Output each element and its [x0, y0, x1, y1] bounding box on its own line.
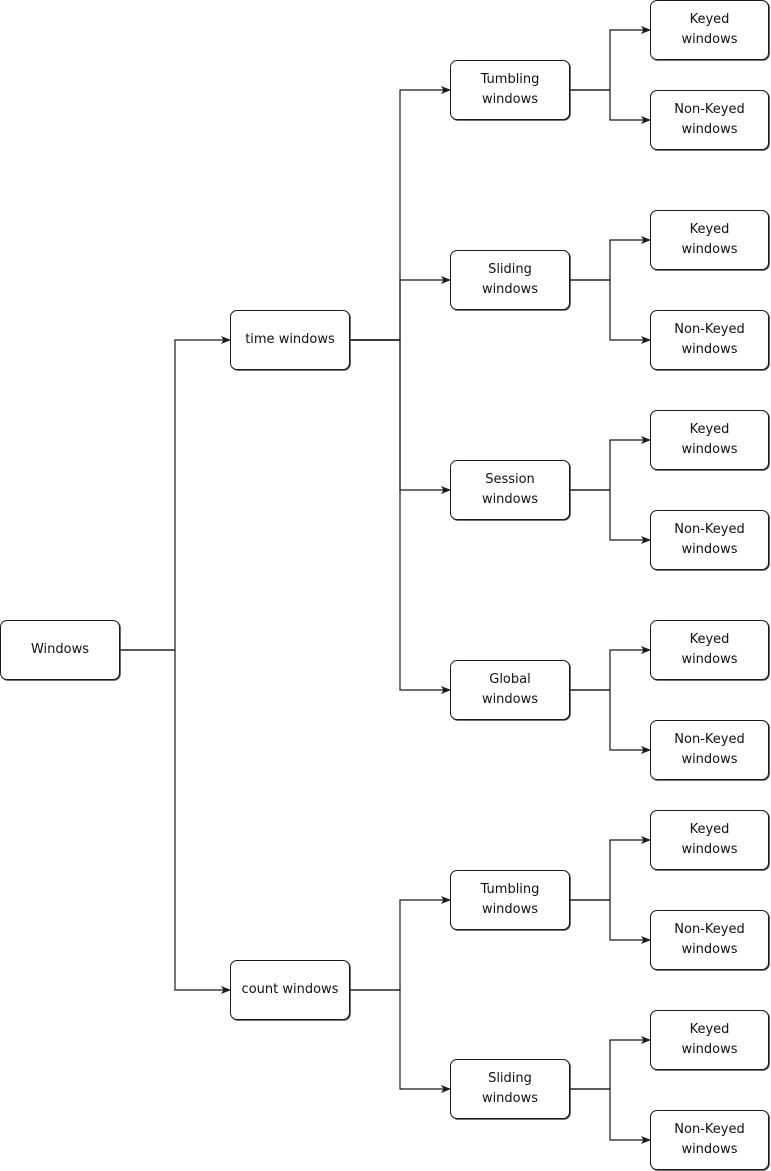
node-label: Non-Keyed windows — [674, 522, 745, 557]
node-time-global-windows[interactable]: Global windows — [450, 660, 570, 720]
node-label: Tumbling windows — [480, 882, 540, 917]
node-label: Keyed windows — [681, 822, 738, 857]
node-label: Tumbling windows — [480, 72, 540, 107]
node-label: Non-Keyed windows — [674, 322, 745, 357]
edge-time-tumbling-to-non-keyed — [570, 89, 651, 124]
edge-windows-to-time-windows — [120, 336, 231, 651]
edge-time-windows-to-child-1 — [350, 276, 451, 341]
edge-count-tumbling-to-keyed — [570, 836, 651, 901]
node-time-session-keyed[interactable]: Keyed windows — [650, 410, 769, 470]
node-time-tumbling-windows[interactable]: Tumbling windows — [450, 60, 570, 120]
node-time-session-windows[interactable]: Session windows — [450, 460, 570, 520]
node-time-sliding-non-keyed[interactable]: Non-Keyed windows — [650, 310, 769, 370]
edge-windows-to-count-windows — [120, 649, 231, 994]
node-count-windows[interactable]: count windows — [230, 960, 350, 1020]
node-count-sliding-keyed[interactable]: Keyed windows — [650, 1010, 769, 1070]
edge-count-sliding-to-keyed — [570, 1036, 651, 1090]
node-time-sliding-windows[interactable]: Sliding windows — [450, 250, 570, 310]
node-count-tumbling-windows[interactable]: Tumbling windows — [450, 870, 570, 930]
node-label: Non-Keyed windows — [674, 1122, 745, 1157]
node-count-sliding-windows[interactable]: Sliding windows — [450, 1059, 570, 1119]
node-label: Global windows — [481, 672, 539, 707]
node-label: Non-Keyed windows — [674, 102, 745, 137]
node-time-tumbling-non-keyed[interactable]: Non-Keyed windows — [650, 90, 769, 150]
node-label: Sliding windows — [481, 262, 539, 297]
edge-time-session-to-non-keyed — [570, 489, 651, 544]
node-count-tumbling-non-keyed[interactable]: Non-Keyed windows — [650, 910, 769, 970]
node-windows[interactable]: Windows — [0, 620, 120, 680]
node-time-tumbling-keyed[interactable]: Keyed windows — [650, 0, 769, 60]
node-count-windows-label: count windows — [241, 982, 339, 997]
edge-time-session-to-keyed — [570, 436, 651, 491]
node-label: Keyed windows — [681, 12, 738, 47]
node-time-session-non-keyed[interactable]: Non-Keyed windows — [650, 510, 769, 570]
edge-count-sliding-to-non-keyed — [570, 1088, 651, 1144]
node-time-windows[interactable]: time windows — [230, 310, 350, 370]
edge-time-sliding-to-non-keyed — [570, 279, 651, 344]
node-label: Keyed windows — [681, 422, 738, 457]
node-count-tumbling-keyed[interactable]: Keyed windows — [650, 810, 769, 870]
node-label: Keyed windows — [681, 1022, 738, 1057]
edge-time-tumbling-to-keyed — [570, 26, 651, 91]
edge-count-tumbling-to-non-keyed — [570, 899, 651, 944]
node-time-sliding-keyed[interactable]: Keyed windows — [650, 210, 769, 270]
node-time-global-keyed[interactable]: Keyed windows — [650, 620, 769, 680]
node-windows-label: Windows — [30, 642, 90, 657]
edge-time-global-to-keyed — [570, 646, 651, 691]
edge-time-sliding-to-keyed — [570, 236, 651, 281]
node-label: Keyed windows — [681, 632, 738, 667]
edge-time-global-to-non-keyed — [570, 689, 651, 754]
node-time-windows-label: time windows — [245, 332, 335, 347]
node-label: Non-Keyed windows — [674, 922, 745, 957]
node-count-sliding-non-keyed[interactable]: Non-Keyed windows — [650, 1110, 769, 1170]
edge-count-windows-to-child-0 — [350, 896, 451, 991]
node-label: Session windows — [481, 472, 539, 507]
node-label: Sliding windows — [481, 1071, 539, 1106]
edge-time-windows-to-child-3 — [350, 339, 451, 694]
edge-count-windows-to-child-1 — [350, 989, 451, 1093]
node-label: Keyed windows — [681, 222, 738, 257]
node-label: Non-Keyed windows — [674, 732, 745, 767]
node-time-global-non-keyed[interactable]: Non-Keyed windows — [650, 720, 769, 780]
